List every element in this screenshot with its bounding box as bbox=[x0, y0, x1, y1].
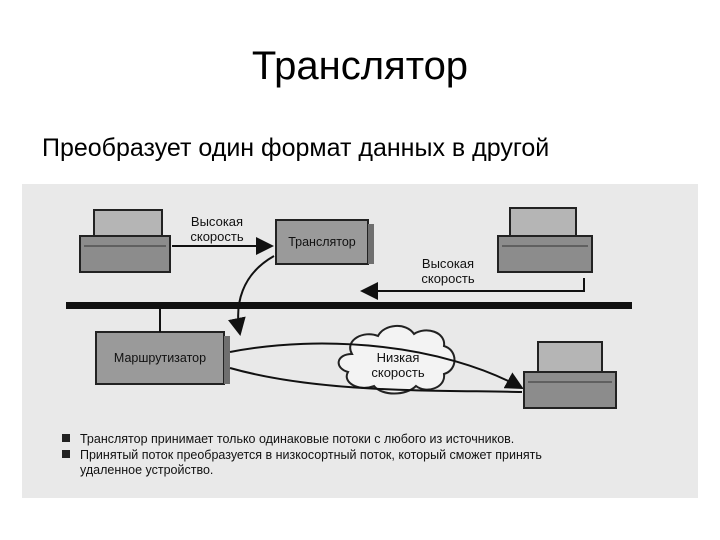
legend-item: Транслятор принимает только одинаковые п… bbox=[62, 432, 682, 447]
source-device-right-icon bbox=[497, 207, 593, 273]
legend-item: Принятый поток преобразуется в низкосорт… bbox=[62, 448, 682, 463]
bullet-icon bbox=[62, 450, 70, 458]
slide-title: Транслятор bbox=[251, 44, 469, 88]
arrow-router-to-remote bbox=[229, 342, 524, 389]
router-box bbox=[95, 309, 230, 385]
arrow-translator-to-router bbox=[228, 255, 275, 336]
bullet-icon bbox=[62, 434, 70, 442]
source-device-left-icon bbox=[79, 209, 171, 273]
translator-box bbox=[275, 219, 374, 265]
slide-subtitle: Преобразует один формат данных в другой bbox=[42, 134, 550, 162]
legend-item-continuation: удаленное устройство. bbox=[80, 463, 214, 477]
translator-label: Транслятор bbox=[288, 235, 356, 249]
cloud-icon bbox=[337, 325, 456, 395]
network-bus bbox=[66, 302, 632, 309]
router-label: Маршрутизатор bbox=[113, 351, 207, 365]
label-high-speed-top: Высокая скорость bbox=[190, 214, 244, 244]
diagram-graphics bbox=[66, 207, 632, 409]
label-low-speed: Низкая скорость bbox=[371, 350, 425, 380]
label-high-speed-right: Высокая скорость bbox=[421, 256, 475, 286]
arrow-right-to-translator bbox=[360, 278, 585, 300]
network-diagram: Высокая скорость Высокая скорость Низкая… bbox=[22, 184, 698, 498]
remote-device-icon bbox=[523, 341, 617, 409]
subtitle-container: Преобразует один формат данных в другой bbox=[42, 133, 662, 185]
